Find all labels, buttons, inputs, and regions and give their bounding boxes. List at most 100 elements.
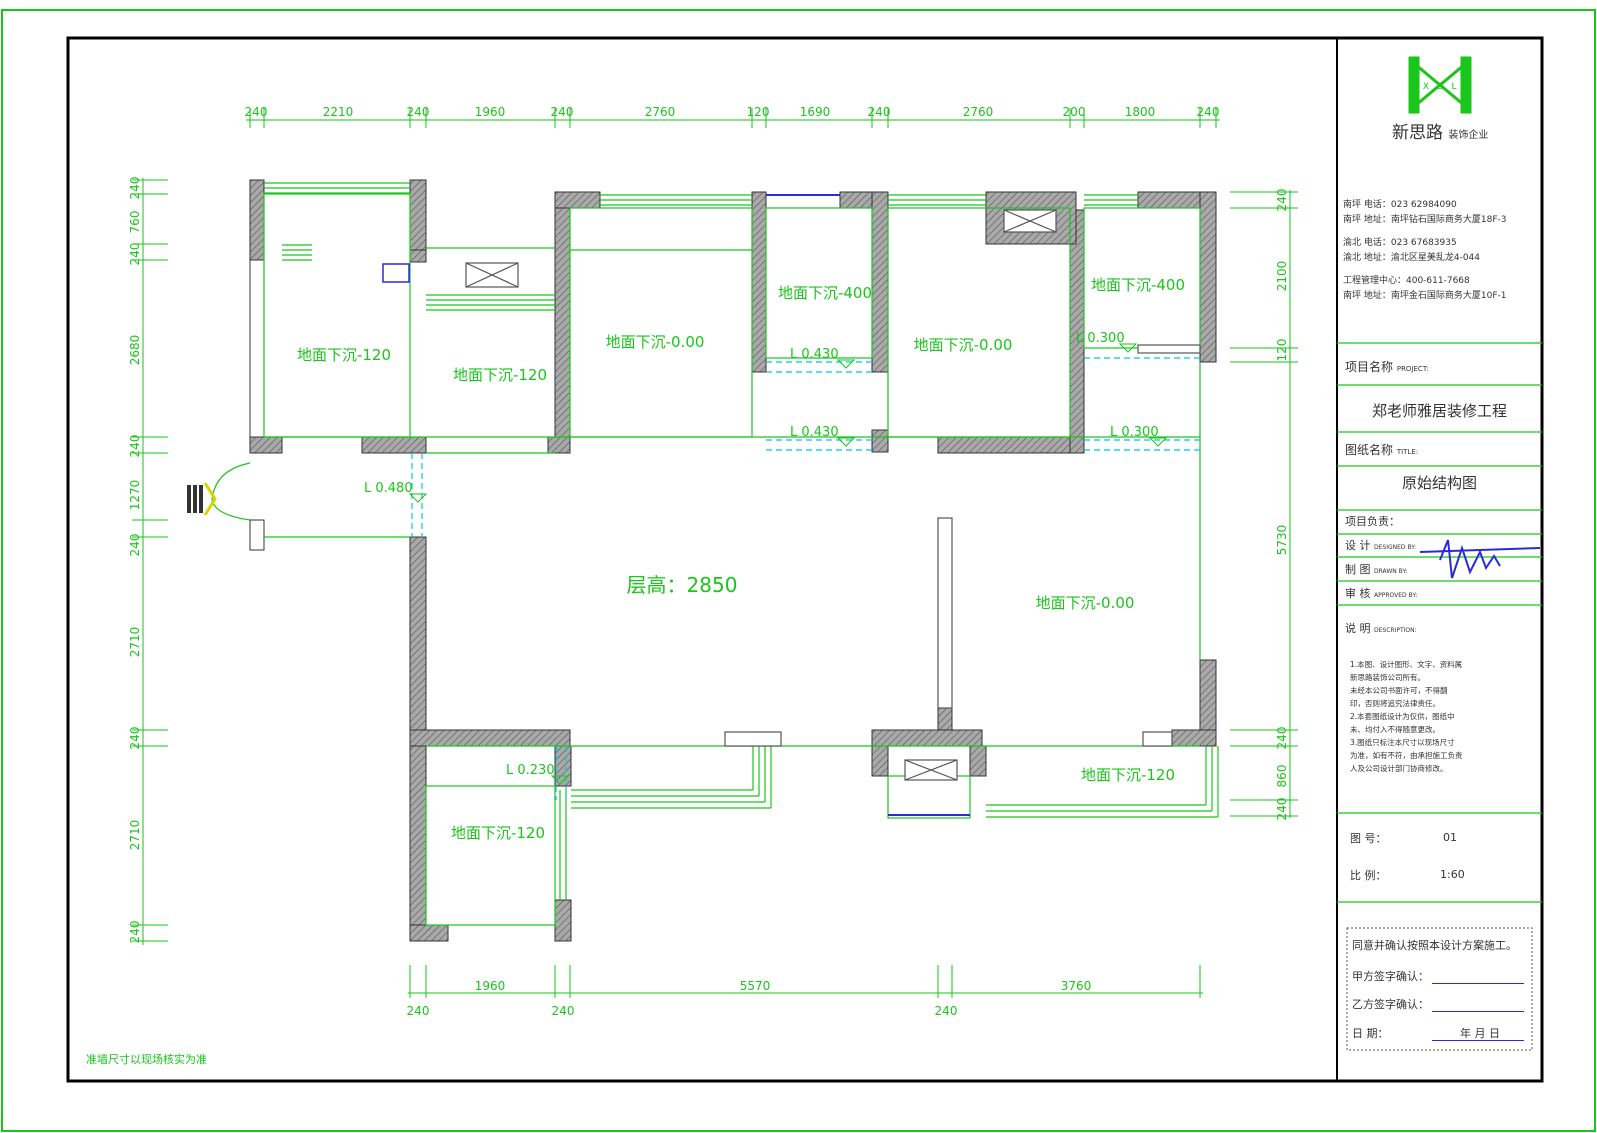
entrance-arrow xyxy=(187,482,217,516)
party-b-label: 乙方签字确认： xyxy=(1352,998,1429,1011)
left-dim: 2710 xyxy=(128,820,142,851)
drawing-label-en: TITLE: xyxy=(1396,448,1419,456)
description-text: 1.本图、设计图形、文字、资料属 新思路装饰公司所有。 未经本公司书面许可，不得… xyxy=(1350,658,1535,775)
left-dim: 240 xyxy=(128,727,142,750)
project-label-text: 项目名称 xyxy=(1345,360,1394,374)
bottom-wall-dim: 240 xyxy=(935,1004,958,1018)
walls xyxy=(249,179,1217,942)
contact-line: 渝北 电话：023 67683935 xyxy=(1343,238,1457,248)
description-line: 1.本图、设计图形、文字、资料属 xyxy=(1350,660,1463,669)
design-row: 设 计 DESIGNED BY: xyxy=(1345,537,1416,553)
sheet-outer-frame xyxy=(1,9,1596,1132)
review-en: APPROVED BY: xyxy=(1374,592,1418,599)
drawing-number-label: 图 号： xyxy=(1350,832,1387,845)
date-line xyxy=(1432,1040,1524,1041)
drawing-label-text: 图纸名称 xyxy=(1345,443,1394,457)
description-line: 新思路装饰公司所有。 xyxy=(1350,673,1425,682)
right-dim: 860 xyxy=(1275,765,1289,788)
top-dim: 2760 xyxy=(645,105,676,119)
top-dim: 1960 xyxy=(475,105,506,119)
company-name: 新思路 装饰企业 xyxy=(1392,118,1488,143)
plan-note: 准墙尺寸以现场核实为准 xyxy=(86,1052,207,1066)
top-dim: 1800 xyxy=(1125,105,1156,119)
scale-value: 1:60 xyxy=(1440,868,1465,881)
bottom-dim: 3760 xyxy=(1061,979,1092,993)
level-marks: L 0.430 L 0.430 L 0.300 L 0.300 L 0.480 … xyxy=(364,331,1159,778)
project-label-en: PROJECT: xyxy=(1396,365,1429,373)
top-dim: 240 xyxy=(245,105,268,119)
room-label: 地面下沉-0.00 xyxy=(606,333,705,351)
review-row: 审 核 APPROVED BY: xyxy=(1345,585,1417,601)
right-dim: 240 xyxy=(1275,189,1289,212)
drawing-number: 01 xyxy=(1443,831,1457,844)
right-dim: 2100 xyxy=(1275,261,1289,292)
right-dim: 120 xyxy=(1275,339,1289,362)
agree-text: 同意并确认按照本设计方案施工。 xyxy=(1352,939,1517,952)
design-en: DESIGNED BY: xyxy=(1374,544,1417,551)
contact-line: 南坪 电话：023 62984090 xyxy=(1343,200,1457,210)
top-dim: 120 xyxy=(747,105,770,119)
bottom-dimensions: 1960 5570 3760 240 240 240 xyxy=(407,979,1092,1018)
contact-line: 南坪 地址：南坪钻石国际商务大厦18F-3 xyxy=(1343,215,1507,225)
party-b-line xyxy=(1432,1011,1524,1012)
dimension-ticks xyxy=(132,108,1298,998)
level-mark: L 0.230 xyxy=(506,763,555,778)
description-line: 3.图纸只标注本尺寸以现场尺寸 xyxy=(1350,738,1455,747)
top-dim: 2760 xyxy=(963,105,994,119)
company-name-main: 新思路 xyxy=(1392,123,1443,143)
drawing-label: 图纸名称 TITLE: xyxy=(1345,441,1418,458)
logo-letters: X S L xyxy=(1423,82,1457,92)
company-name-suffix: 装饰企业 xyxy=(1448,130,1489,141)
level-mark: L 0.300 xyxy=(1076,331,1125,346)
left-dim: 2710 xyxy=(128,627,142,658)
top-dim: 200 xyxy=(1063,105,1086,119)
bottom-wall-dim: 240 xyxy=(552,1004,575,1018)
drawn-row: 制 图 DRAWN BY: xyxy=(1345,561,1407,577)
room-label: 地面下沉-0.00 xyxy=(1036,594,1135,612)
description-line: 印，否则将追究法律责任。 xyxy=(1350,699,1440,708)
left-dim: 240 xyxy=(128,243,142,266)
top-dim: 240 xyxy=(868,105,891,119)
scale-label: 比 例： xyxy=(1350,869,1387,882)
date-units: 年 月 日 xyxy=(1460,1027,1500,1040)
date-label: 日 期： xyxy=(1352,1027,1389,1040)
room-label: 地面下沉-120 xyxy=(1081,766,1175,784)
project-label: 项目名称 PROJECT: xyxy=(1345,358,1429,375)
approval-box xyxy=(1346,927,1533,1051)
party-a-line xyxy=(1432,983,1524,984)
design-label: 设 计 xyxy=(1345,539,1371,552)
level-triangles xyxy=(408,343,1168,785)
description-line: 2.本套图纸设计为仅供，图纸中 xyxy=(1350,712,1455,721)
left-dim: 240 xyxy=(128,921,142,944)
left-dim: 240 xyxy=(128,435,142,458)
contact-line: 南坪 地址：南坪金石国际商务大厦10F-1 xyxy=(1343,291,1507,301)
left-dim: 1270 xyxy=(128,480,142,511)
drawn-en: DRAWN BY: xyxy=(1374,568,1408,575)
level-mark: L 0.430 xyxy=(790,347,839,362)
description-line: 未、均付入不得随意更改。 xyxy=(1350,725,1440,734)
contact-line: 工程管理中心：400-611-7668 xyxy=(1343,276,1470,286)
left-dimensions: 240 760 240 2680 240 1270 240 2710 240 2… xyxy=(128,177,142,944)
room-label: 地面下沉-400 xyxy=(1091,276,1185,294)
sheet-inner-frame xyxy=(66,36,1544,1083)
room-label: 地面下沉-0.00 xyxy=(914,336,1013,354)
room-labels: 地面下沉-120 地面下沉-120 地面下沉-0.00 地面下沉-400 地面下… xyxy=(297,276,1185,842)
room-label: 地面下沉-400 xyxy=(778,284,872,302)
description-line: 为准，如有不符，由承担施工负责 xyxy=(1350,751,1463,760)
level-mark: L 0.430 xyxy=(790,425,839,440)
level-lines xyxy=(411,357,1200,800)
plan-lines xyxy=(211,182,1219,926)
ceiling-height-label: 层高：2850 xyxy=(627,573,738,597)
contacts: 南坪 电话：023 62984090 南坪 地址：南坪钻石国际商务大厦18F-3… xyxy=(1343,198,1506,304)
left-dim: 2680 xyxy=(128,335,142,366)
description-line: 未经本公司书面许可，不得翻 xyxy=(1350,686,1448,695)
left-dim: 760 xyxy=(128,211,142,234)
signature-scribble xyxy=(1419,539,1541,579)
description-line: 人及公司设计部门协商修改。 xyxy=(1350,764,1448,773)
right-dim: 240 xyxy=(1275,798,1289,821)
review-label: 审 核 xyxy=(1345,587,1371,600)
bottom-dim: 5570 xyxy=(740,979,771,993)
top-dim: 1690 xyxy=(800,105,831,119)
level-mark: L 0.300 xyxy=(1110,425,1159,440)
